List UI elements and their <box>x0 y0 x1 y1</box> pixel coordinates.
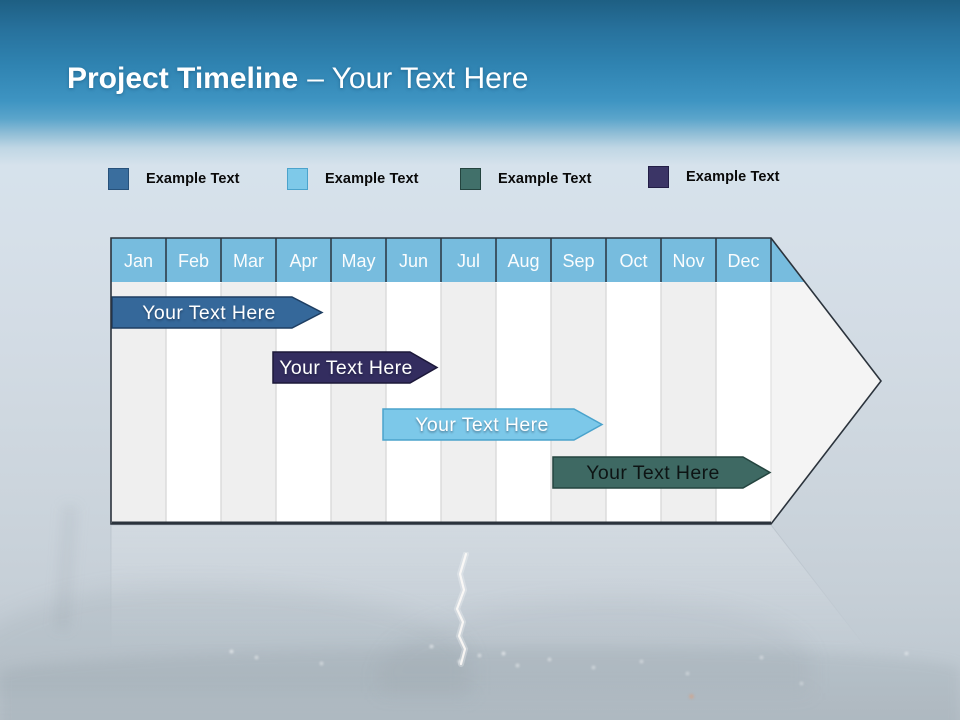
title-subtitle: – Your Text Here <box>307 62 529 95</box>
background-ridge <box>0 648 960 720</box>
timeline-reflection <box>110 524 882 720</box>
timeline-bar-3 <box>382 408 604 441</box>
header-cell-dividers <box>165 238 772 282</box>
legend-label: Example Text <box>686 169 780 185</box>
timeline-bar-3-label: Your Text Here <box>415 414 549 436</box>
legend-item-2: Example Text <box>287 168 419 190</box>
legend-label: Example Text <box>325 171 419 187</box>
timeline-bar-2-label: Your Text Here <box>279 357 413 379</box>
month-label: Sep <box>562 251 594 271</box>
timeline-arrow-outline <box>110 237 882 525</box>
legend-color-swatch <box>287 168 308 190</box>
month-label: Dec <box>727 251 759 271</box>
month-label: Jan <box>124 251 153 271</box>
month-label: Jul <box>457 251 480 271</box>
legend-item-1: Example Text <box>108 168 240 190</box>
timeline-bar-4 <box>552 456 772 489</box>
month-label: Aug <box>507 251 539 271</box>
city-lights <box>0 640 3 643</box>
legend-color-swatch <box>648 166 669 188</box>
timeline-arrow-chart: Jan Feb Mar Apr May Jun Jul Aug Sep Oct … <box>110 237 882 525</box>
month-label: Oct <box>619 251 647 271</box>
timeline-bar-4-label: Your Text Here <box>586 462 720 484</box>
legend-label: Example Text <box>146 171 240 187</box>
slide-title: Project Timeline– Your Text Here <box>67 61 528 97</box>
month-label: Nov <box>672 251 704 271</box>
month-label: May <box>341 251 375 271</box>
month-label: Mar <box>233 251 264 271</box>
month-label: Feb <box>178 251 209 271</box>
lightning-bolt-icon <box>453 552 469 667</box>
title-main: Project Timeline <box>67 62 299 95</box>
month-header-band <box>111 238 805 282</box>
timeline-bar-1-label: Your Text Here <box>142 302 276 324</box>
timeline-bar-2 <box>272 351 439 384</box>
legend-label: Example Text <box>498 171 592 187</box>
legend-color-swatch <box>108 168 129 190</box>
legend-item-3: Example Text <box>460 168 592 190</box>
timeline-bar-1 <box>111 296 324 329</box>
legend-color-swatch <box>460 168 481 190</box>
month-label: Apr <box>289 251 317 271</box>
legend-item-4: Example Text <box>648 166 780 188</box>
month-label: Jun <box>399 251 428 271</box>
